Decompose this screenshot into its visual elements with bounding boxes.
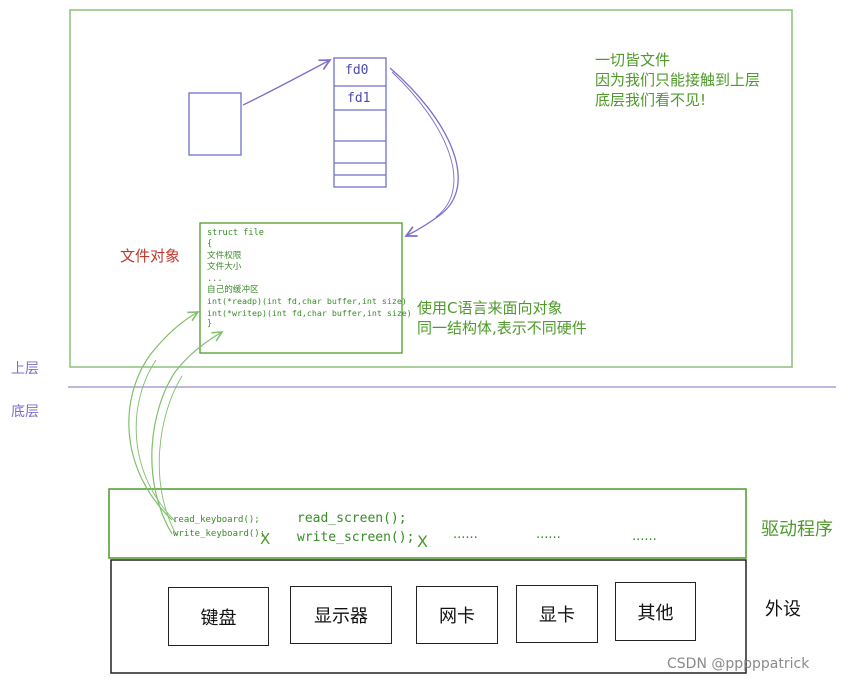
code-line: int(*readp)(int fd,char buffer,int size)	[207, 296, 407, 307]
read-keyboard-call: read_keyboard();	[173, 515, 260, 525]
code-line: int(*writep)(int fd,char buffer,int size…	[207, 307, 412, 318]
lower-layer-label: 底层	[11, 404, 39, 420]
arrow-fd0-to-struct	[389, 67, 459, 236]
fd1-label: fd1	[347, 91, 371, 106]
device-frame	[110, 559, 747, 674]
code-line: ...	[207, 273, 223, 284]
arrow-write-to-writep	[151, 332, 222, 535]
code-line: {	[207, 239, 213, 250]
device-monitor: 显示器	[290, 586, 392, 644]
note-line: 因为我们只能接触到上层	[595, 71, 761, 89]
code-line: }	[207, 319, 213, 330]
code-line: 文件权限	[207, 250, 242, 261]
device-gpu-label: 显卡	[539, 605, 575, 626]
fd0-label: fd0	[345, 63, 369, 78]
keyboard-unsupported-mark: X	[260, 530, 271, 548]
note-line: 同一结构体,表示不同硬件	[417, 319, 587, 337]
screen-unsupported-mark: X	[417, 532, 428, 551]
driver-dots: ......	[632, 529, 657, 544]
code-line: 自己的缓冲区	[207, 285, 259, 296]
struct-file-code: struct file { 文件权限 文件大小 ... 自己的缓冲区 int(*…	[207, 228, 412, 331]
read-screen-call: read_screen();	[297, 511, 407, 526]
write-keyboard-call: write_keyboard();	[173, 529, 266, 539]
file-object-label: 文件对象	[120, 247, 181, 265]
upper-layer-label: 上层	[11, 361, 39, 377]
arrow-process-to-fd	[242, 60, 330, 106]
arrow-read-to-readp	[128, 312, 198, 521]
device-other: 其他	[615, 582, 696, 641]
write-screen-call: write_screen();	[297, 530, 415, 545]
device-keyboard: 键盘	[168, 587, 269, 646]
device-other-label: 其他	[637, 602, 674, 624]
device-nic: 网卡	[416, 586, 498, 644]
note-c-oop: 使用C语言来面向对象 同一结构体,表示不同硬件	[417, 298, 587, 338]
driver-label: 驱动程序	[761, 519, 833, 540]
driver-frame	[108, 488, 747, 559]
note-line: 底层我们看不见!	[595, 91, 707, 109]
peripheral-label: 外设	[765, 599, 801, 620]
device-keyboard-label: 键盘	[200, 607, 237, 629]
note-everything-is-file: 一切皆文件 因为我们只能接触到上层 底层我们看不见!	[595, 50, 760, 110]
note-line: 使用C语言来面向对象	[417, 299, 563, 317]
code-line: struct file	[207, 228, 264, 238]
device-gpu: 显卡	[516, 585, 598, 643]
driver-dots: ......	[536, 527, 561, 542]
device-nic-label: 网卡	[439, 606, 475, 627]
fd-table-grid	[333, 57, 387, 188]
note-line: 一切皆文件	[595, 51, 671, 69]
struct-file-box	[199, 222, 403, 354]
device-monitor-label: 显示器	[314, 606, 368, 627]
code-line: 文件大小	[207, 262, 242, 273]
process-box	[188, 92, 242, 156]
driver-dots: ......	[453, 527, 478, 542]
csdn-watermark: CSDN @pppppatrick	[667, 656, 810, 672]
upper-region-frame	[69, 9, 793, 368]
